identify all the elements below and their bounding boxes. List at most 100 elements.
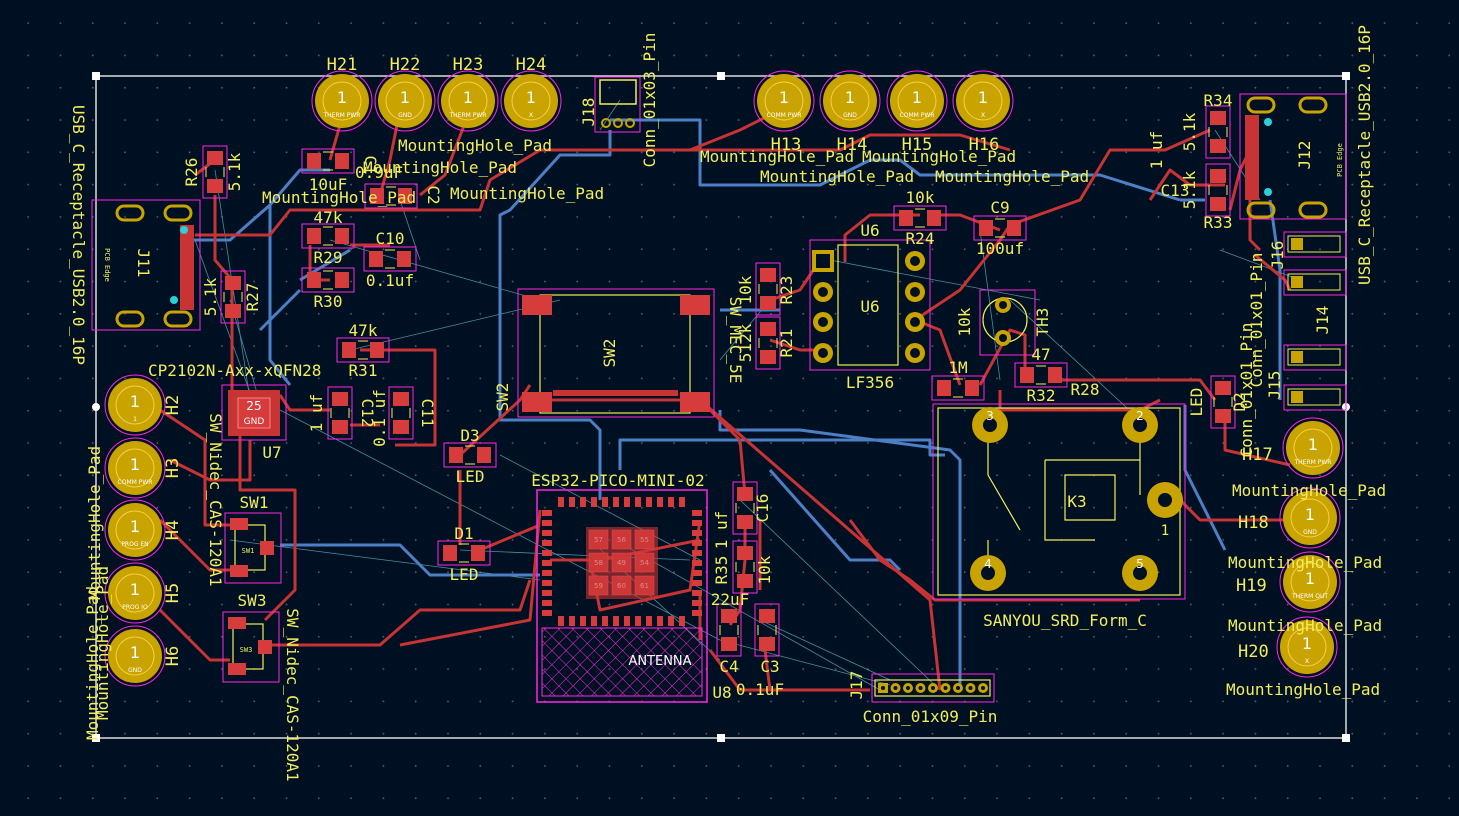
relay-pin-number: 2 [1136, 409, 1144, 423]
c11-part[interactable] [388, 386, 414, 440]
ref-label: MountingHole_Pad [83, 586, 102, 740]
r33-part[interactable] [1205, 163, 1231, 217]
r29-part[interactable] [301, 223, 355, 249]
r30-part[interactable] [301, 267, 355, 293]
relay-pads [970, 407, 1183, 591]
ref-label: USB_C_Receptacle_USB2.0_16P [1355, 25, 1374, 285]
r23-part[interactable] [755, 262, 781, 316]
ref-label: LED [1187, 388, 1206, 417]
value-overlap: MountingHole_Pad [93, 566, 112, 720]
mounting-hole[interactable]: 11 [104, 374, 166, 436]
value-overlap: MountingHole_Pad [85, 446, 104, 600]
ref-label: D3 [460, 426, 479, 445]
r27-part[interactable] [220, 270, 246, 324]
r26-part[interactable] [202, 145, 228, 199]
c12-part[interactable] [327, 386, 353, 440]
ref-label: R33 [1204, 213, 1233, 232]
c9-part[interactable] [973, 215, 1027, 241]
ref-label: Conn_01x03_Pin [640, 33, 659, 168]
c10-part[interactable] [363, 246, 417, 272]
c4-part[interactable] [716, 603, 742, 657]
ref-label: H23 [453, 55, 484, 75]
edge-label: PCB Edge [103, 248, 111, 282]
u7-footprint[interactable] [221, 384, 287, 441]
c16-part[interactable] [732, 481, 758, 535]
pad-number: 25 [246, 399, 261, 413]
ref-label: SW2 [493, 383, 512, 412]
ref-label: SW3 [238, 591, 267, 610]
ref-label: 10k [955, 307, 974, 336]
c3-part[interactable] [754, 603, 780, 657]
r32-part[interactable] [1014, 362, 1068, 388]
d1-part[interactable] [437, 540, 491, 566]
ref-label: C9 [990, 198, 1009, 217]
sw-small-label: SW1 [242, 547, 255, 555]
j16-footprint[interactable] [1283, 231, 1347, 258]
sw2-footprint[interactable] [517, 288, 715, 418]
c1-part[interactable] [301, 148, 355, 174]
ref-label: 10k [736, 275, 755, 304]
ref-label: C2 [424, 185, 443, 204]
r35-part[interactable] [732, 540, 758, 594]
ref-label: J16 [1268, 241, 1287, 270]
sw3-footprint[interactable] [222, 611, 280, 683]
d2-part[interactable] [1210, 375, 1236, 429]
r31-part[interactable] [336, 337, 390, 363]
th3-footprint[interactable] [979, 289, 1036, 356]
r24-part[interactable] [893, 205, 947, 231]
j11-footprint[interactable] [91, 199, 201, 331]
ref-label: MountingHole_Pad [1228, 616, 1382, 635]
hole-net-label: PROG IO [122, 604, 148, 611]
ref-label: R34 [1204, 91, 1233, 110]
u8-footprint[interactable]: 575655584954596061 [536, 489, 708, 703]
j15-footprint[interactable] [1283, 344, 1347, 371]
c2-part[interactable] [364, 183, 418, 209]
r22-part[interactable] [931, 375, 985, 401]
relay-pin-number: 5 [1136, 557, 1144, 571]
mounting-hole[interactable]: 1X [500, 70, 562, 132]
ref-label: MountingHole_Pad [700, 147, 854, 166]
ref-label: Conn_01x01_Pin [1247, 253, 1266, 388]
sw1-footprint[interactable] [224, 512, 282, 584]
mounting-hole[interactable]: 1X [952, 70, 1014, 132]
u6-footprint[interactable] [809, 239, 931, 371]
hole-net-label: 1 [133, 416, 137, 423]
hole-net-label: GND [398, 112, 412, 119]
j18-footprint[interactable] [594, 76, 641, 133]
r34-part[interactable] [1205, 105, 1231, 159]
ref-label: R29 [314, 248, 343, 267]
r21-part[interactable] [755, 316, 781, 370]
ref-label: MountingHole_Pad [935, 167, 1089, 186]
passive-pads [202, 105, 1236, 657]
antenna-label: ANTENNA [628, 654, 691, 669]
ref-label: 1M [948, 358, 967, 377]
mounting-hole[interactable]: 1X [1276, 616, 1338, 678]
ref-label: H19 [1236, 576, 1267, 596]
j12-footprint[interactable] [1239, 93, 1347, 220]
j17-footprint[interactable] [871, 673, 995, 703]
jx-footprint[interactable] [1283, 384, 1347, 411]
ref-label: MountingHole_Pad [760, 167, 914, 186]
ref-label: U6 [860, 297, 879, 316]
ref-label: Conn_01x09_Pin [863, 707, 998, 726]
hole-pad-number: 1 [1305, 569, 1315, 588]
d3-part[interactable] [443, 442, 497, 468]
j14-footprint[interactable] [1283, 269, 1347, 296]
ref-label: R21 [777, 329, 796, 358]
